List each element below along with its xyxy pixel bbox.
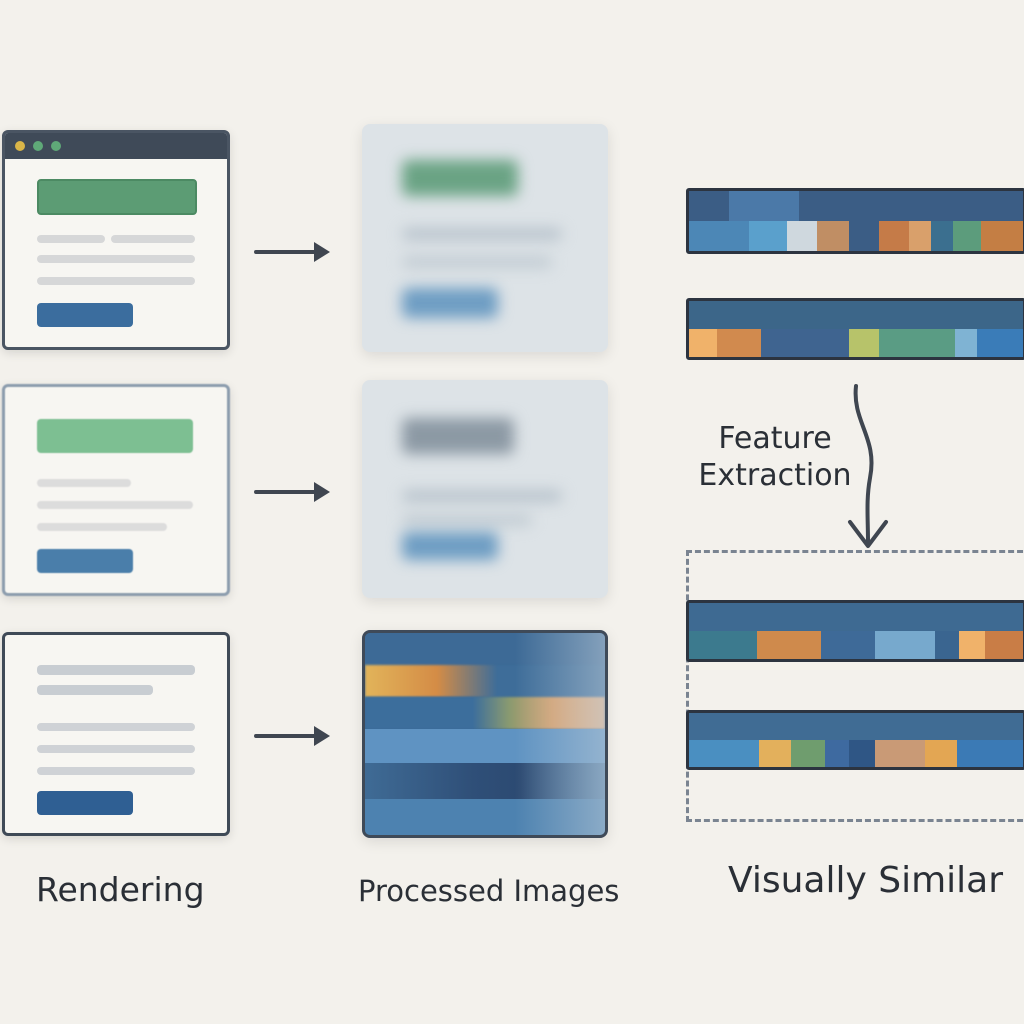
page-header-block [37,419,193,453]
rendered-page-3 [2,632,230,836]
rendered-page-1 [2,130,230,350]
page-button-block [37,549,133,573]
text-line [37,479,131,487]
text-line [37,523,167,531]
blurred-text [402,256,552,268]
text-line [37,685,153,695]
text-line [37,235,105,243]
blurred-button [402,532,498,560]
text-line [37,277,195,285]
page-header-block [37,179,197,215]
blurred-text [402,228,562,240]
visually-similar-caption: Visually Similar [728,860,1004,901]
processed-image-3 [362,630,608,838]
blurred-button [402,288,498,318]
text-line [37,501,193,509]
browser-titlebar [5,133,227,159]
processed-image-1 [362,124,608,352]
window-dots-icon [51,141,61,151]
feature-vector-2 [686,298,1024,360]
window-dots-icon [33,141,43,151]
text-line [37,255,195,263]
text-line [37,723,195,731]
page-button-block [37,791,133,815]
feature-label-line-2: Extraction [698,458,852,493]
rendering-caption: Rendering [36,870,205,909]
arrow-right-icon [254,726,330,746]
text-line [37,665,195,675]
feature-label-line-1: Feature [718,421,832,456]
blurred-text [402,490,562,502]
text-line [37,745,195,753]
feature-extraction-label: Feature Extraction [690,420,860,494]
feature-strip-highlight [515,633,605,835]
processed-image-2 [362,380,608,598]
text-line [111,235,195,243]
feature-vector-4 [686,710,1024,770]
blurred-header [402,160,518,196]
text-line [37,767,195,775]
arrow-right-icon [254,242,330,262]
curved-arrow-down-icon [848,384,888,548]
blurred-header [402,418,514,454]
processed-images-caption: Processed Images [358,874,620,908]
similar-group-box [686,550,1024,822]
rendered-page-2 [2,384,230,596]
blurred-text [402,514,532,526]
feature-vector-1 [686,188,1024,254]
feature-vector-3 [686,600,1024,662]
window-dots-icon [15,141,25,151]
arrow-right-icon [254,482,330,502]
page-button-block [37,303,133,327]
